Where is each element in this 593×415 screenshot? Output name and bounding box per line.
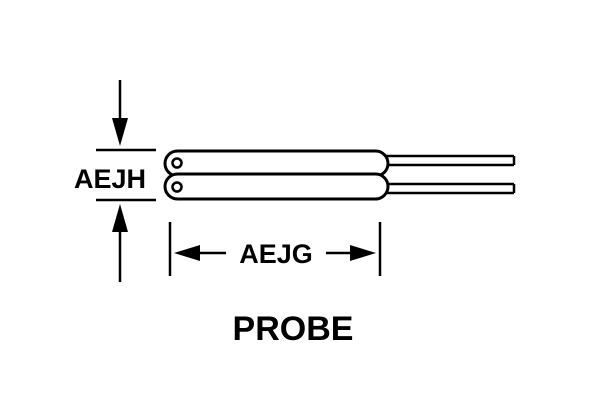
diagram-title: PROBE — [233, 310, 354, 348]
width-arrow-right-head — [350, 245, 376, 261]
pin-hole-top — [171, 157, 183, 169]
height-arrow-bottom-head — [112, 204, 128, 232]
height-label: AEJH — [74, 164, 146, 194]
probe-body — [163, 149, 516, 201]
probe-tube-bottom — [163, 172, 390, 201]
height-dimension — [96, 80, 156, 282]
width-label: AEJG — [239, 239, 313, 269]
pin-hole-bottom — [171, 181, 183, 193]
width-arrow-left-head — [174, 245, 200, 261]
probe-tube-top — [163, 149, 390, 178]
height-arrow-top-head — [112, 118, 128, 146]
width-dimension — [168, 222, 382, 276]
